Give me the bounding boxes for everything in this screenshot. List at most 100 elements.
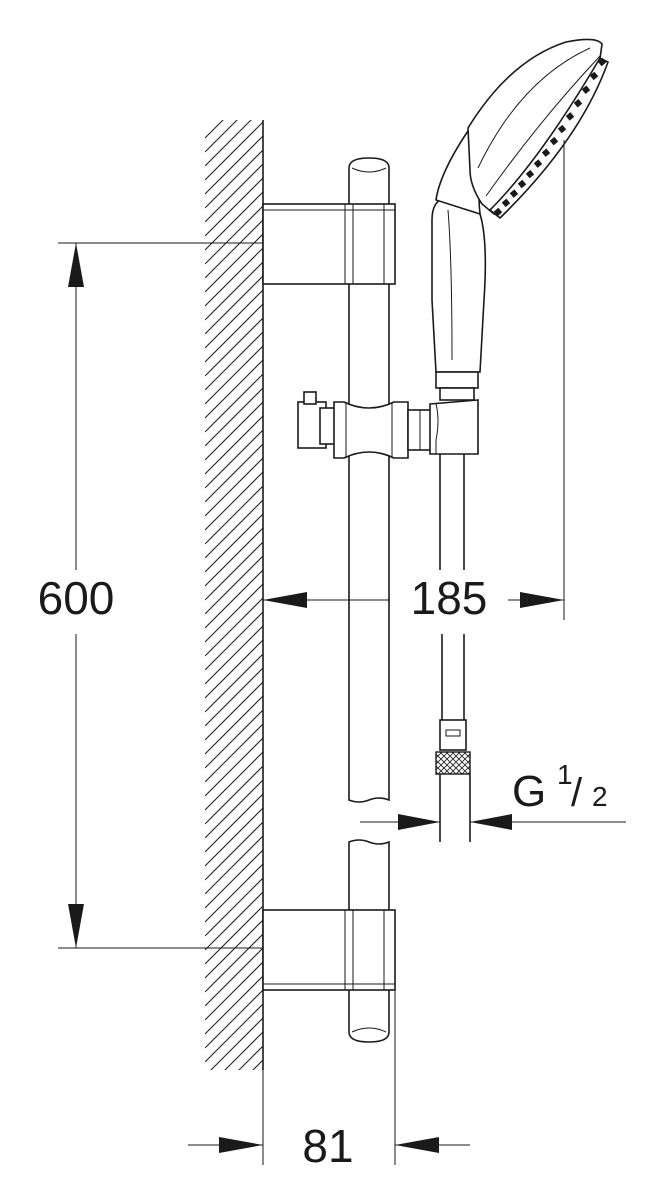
wall-bracket-upper (262, 203, 396, 285)
slider-holder (297, 391, 479, 459)
hatch-line (205, 975, 263, 1035)
hatch-line (205, 709, 263, 769)
hatch-line (205, 723, 263, 783)
hatch-line (205, 121, 263, 181)
hatch-line (205, 667, 263, 727)
hatch-line (205, 120, 252, 167)
nozzle-mark (517, 179, 527, 189)
hatch-line (205, 289, 263, 349)
nozzle-mark (581, 85, 591, 94)
hatch-line (205, 303, 263, 363)
hatch-line (205, 793, 263, 853)
hatch-line (205, 989, 263, 1049)
nozzle-mark (549, 136, 559, 146)
wall-bracket-lower (262, 909, 396, 991)
hatch-line (205, 191, 263, 251)
hatch-line (205, 219, 263, 279)
hatch-line (205, 471, 263, 531)
shower-hose-upper (439, 454, 465, 570)
svg-text:1: 1 (557, 759, 573, 790)
hatch-line (205, 639, 263, 699)
hatch-line (205, 331, 263, 391)
hatch-line (205, 373, 263, 433)
hatch-line (205, 611, 263, 671)
svg-text:2: 2 (592, 781, 608, 812)
hatch-line (205, 625, 263, 685)
hatch-line (205, 513, 263, 573)
svg-text:/: / (571, 771, 583, 815)
wall-hatching (205, 120, 263, 1160)
dimension-thread (360, 814, 626, 830)
hatch-line (252, 1059, 263, 1070)
hatch-line (205, 415, 263, 475)
knurled-nut (435, 751, 471, 775)
hatch-line (224, 1031, 263, 1070)
hatch-line (205, 120, 238, 153)
hatch-line (205, 317, 263, 377)
dimension-height-label: 600 (38, 572, 115, 624)
hatch-line (205, 359, 263, 419)
shower-hose-lower (435, 634, 471, 842)
dimension-thread-label: G 1 / 2 (512, 759, 608, 816)
hatch-line (205, 751, 263, 811)
hatch-line (205, 835, 263, 895)
hatch-line (205, 569, 263, 629)
hatch-line (205, 527, 263, 587)
hatch-line (205, 401, 263, 461)
hatch-line (205, 891, 263, 951)
nozzle-mark (501, 198, 511, 208)
hatch-line (205, 933, 263, 993)
hatch-line (205, 849, 263, 909)
hatch-line (205, 695, 263, 755)
dimension-wall-distance (188, 990, 470, 1165)
nozzle-mark (509, 189, 519, 198)
nozzle-mark (557, 124, 567, 134)
hatch-line (205, 961, 263, 1021)
hatch-line (205, 807, 263, 867)
hatch-line (205, 149, 263, 209)
hatch-line (205, 863, 263, 923)
hatch-line (205, 275, 263, 335)
dimension-height (58, 242, 263, 949)
hatch-line (205, 821, 263, 881)
hatch-line (205, 457, 263, 517)
hatch-line (205, 163, 263, 223)
hatch-line (205, 653, 263, 713)
hatch-line (205, 261, 263, 321)
hatch-line (205, 541, 263, 601)
nozzle-mark (597, 57, 607, 67)
nozzle-mark (533, 159, 543, 168)
hatch-line (205, 555, 263, 615)
hatch-line (205, 583, 263, 643)
hatch-line (205, 1003, 263, 1063)
hatch-line (205, 345, 263, 405)
hatch-line (205, 177, 263, 237)
nozzle-mark (525, 169, 535, 179)
dimension-wall-distance-label: 81 (302, 1120, 353, 1172)
hatch-line (205, 1074, 263, 1132)
hatch-line (205, 877, 263, 937)
nozzle-mark (589, 71, 599, 81)
hatch-line (205, 779, 263, 839)
dimension-projection (263, 140, 565, 620)
nozzle-mark (541, 148, 551, 157)
hatch-line (238, 1045, 263, 1070)
hatch-line (205, 205, 263, 265)
hatch-line (205, 765, 263, 825)
hatch-line (205, 905, 263, 965)
hatch-line (205, 597, 263, 657)
dimension-projection-label: 185 (411, 572, 488, 624)
nozzle-mark (565, 112, 575, 121)
hatch-line (205, 1088, 263, 1146)
hatch-line (205, 233, 263, 293)
hatch-line (205, 1102, 263, 1160)
hatch-line (210, 1017, 263, 1070)
spray-nozzles (493, 57, 607, 217)
hatch-line (205, 387, 263, 447)
hatch-line (205, 737, 263, 797)
nozzle-mark (573, 99, 583, 108)
svg-text:G: G (512, 767, 546, 816)
hand-shower (431, 38, 609, 401)
hatch-line (205, 947, 263, 1007)
